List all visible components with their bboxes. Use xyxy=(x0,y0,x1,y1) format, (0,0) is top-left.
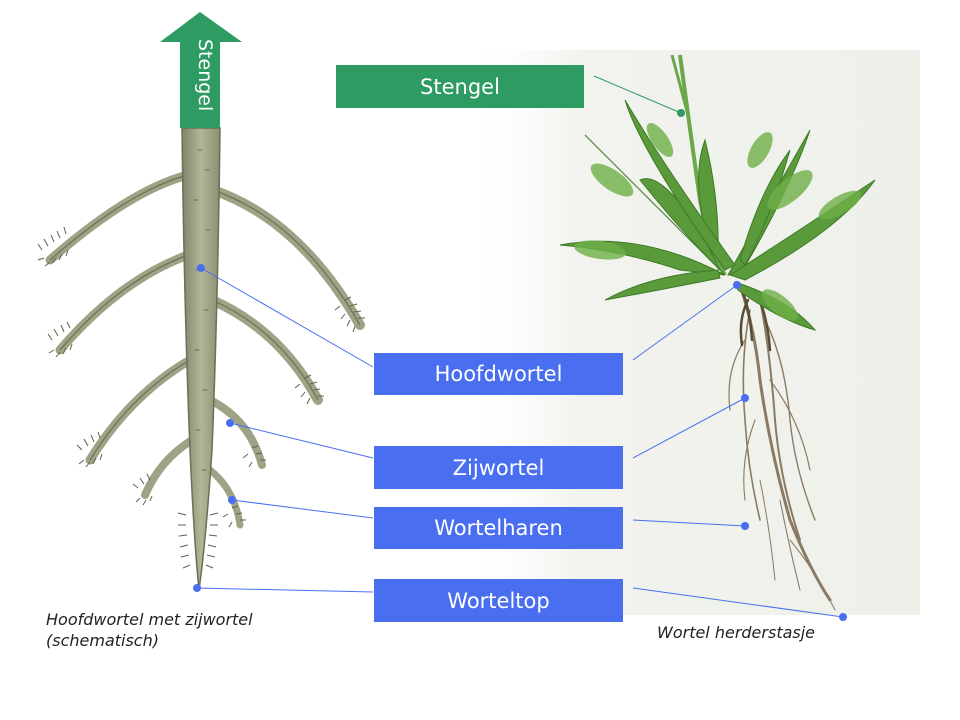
root-hairs xyxy=(37,226,365,569)
caption-schematic-line2: (schematisch) xyxy=(46,631,159,650)
label-zijwortel: Zijwortel xyxy=(374,446,623,489)
connector-lines xyxy=(196,267,844,618)
stengel-connector xyxy=(593,75,682,114)
schematic-root xyxy=(37,127,365,591)
stem-arrow-label: Stengel xyxy=(194,38,216,112)
stem-arrow xyxy=(160,12,242,128)
label-stengel: Stengel xyxy=(336,65,584,108)
plant-photo xyxy=(559,54,876,611)
caption-schematic: Hoofdwortel met zijwortel (schematisch) xyxy=(46,609,253,651)
plant-roots xyxy=(728,283,836,611)
connector-dots xyxy=(193,264,847,621)
label-hoofdwortel: Hoofdwortel xyxy=(374,353,623,395)
caption-schematic-line1: Hoofdwortel met zijwortel xyxy=(46,610,253,629)
label-wortelharen: Wortelharen xyxy=(374,507,623,549)
stengel-dot xyxy=(677,109,685,117)
caption-photo: Wortel herderstasje xyxy=(657,623,816,642)
label-worteltop: Worteltop xyxy=(374,579,623,622)
taproot-shape xyxy=(181,127,221,591)
